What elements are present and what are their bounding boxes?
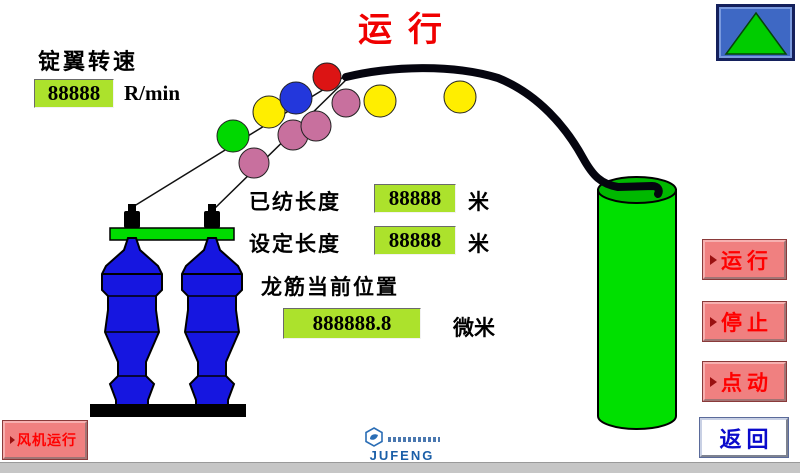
roving-dot (331, 88, 361, 118)
flyer-speed-unit: R/min (124, 81, 181, 105)
cylinder-body (597, 189, 677, 430)
set-length-input[interactable]: 88888 (374, 226, 456, 255)
yarn-line-right (210, 76, 350, 213)
flyer-speed-label: 锭翼转速 (38, 49, 139, 74)
roving-dot (300, 110, 332, 142)
logo-text: JUFENG (369, 448, 435, 463)
back-button[interactable]: 返回 (700, 418, 788, 457)
spun-length-label: 已纺长度 (249, 190, 341, 214)
stop-button-label: 停止 (721, 310, 773, 335)
bottom-taskbar (0, 462, 800, 473)
run-button[interactable]: 运行 (703, 240, 786, 279)
roving-dot (216, 119, 250, 153)
run-button-label: 运行 (721, 248, 773, 273)
set-length-unit: 米 (468, 232, 489, 256)
fan-run-button[interactable]: 风机运行 (3, 421, 87, 459)
roving-dot (312, 62, 342, 92)
back-button-label: 返回 (719, 426, 774, 452)
button-arrow-icon (710, 316, 717, 327)
jufeng-logo: JUFENG (350, 427, 454, 463)
bobbin-right (181, 237, 243, 407)
spindle-cap-right (204, 204, 220, 228)
roving-dot (363, 84, 397, 118)
flyer-unit (90, 204, 246, 417)
machine-base (90, 404, 246, 417)
roving-dot (443, 80, 477, 114)
spun-length-value: 88888 (374, 184, 456, 213)
page-title: 运行 (358, 12, 458, 49)
roving-dot (252, 95, 286, 129)
rail-position-label: 龙筋当前位置 (261, 275, 399, 299)
jog-button[interactable]: 点动 (703, 362, 786, 401)
set-length-label: 设定长度 (249, 232, 341, 256)
up-arrow-icon (724, 11, 787, 55)
button-arrow-icon (10, 436, 15, 444)
yarn-path (342, 64, 663, 198)
jog-button-label: 点动 (721, 370, 773, 395)
button-arrow-icon (710, 254, 717, 265)
flyer-speed-value: 88888 (34, 79, 114, 108)
logo-tagline (388, 436, 440, 442)
rail-position-value: 888888.8 (283, 308, 421, 339)
spun-length-unit: 米 (468, 190, 489, 214)
scroll-up-button[interactable] (716, 4, 795, 61)
roving-dot (238, 147, 270, 179)
bobbin-left (101, 237, 163, 407)
fan-run-button-label: 风机运行 (17, 434, 77, 449)
roving-dots (216, 62, 477, 179)
jufeng-logo-icon (365, 427, 383, 447)
button-arrow-icon (710, 376, 717, 387)
creel-bar (109, 227, 235, 241)
stop-button[interactable]: 停止 (703, 302, 786, 341)
spindle-cap-left (124, 204, 140, 228)
rail-position-unit: 微米 (453, 316, 495, 340)
package-cylinder (597, 176, 677, 430)
roving-dot (279, 81, 313, 115)
